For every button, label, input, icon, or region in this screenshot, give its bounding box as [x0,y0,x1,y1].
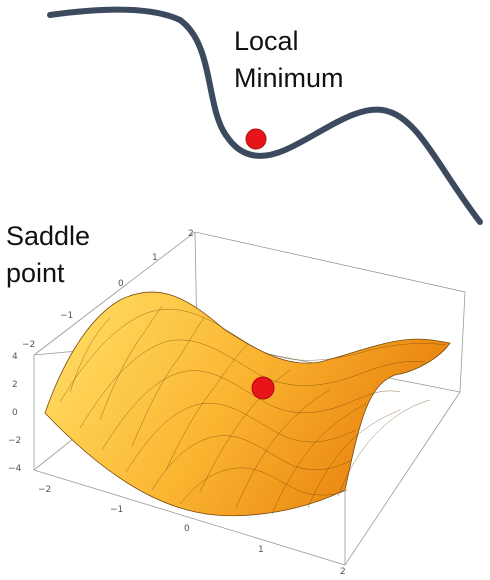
vertical-axis: 4 2 0 −2 −4 [8,352,22,474]
depth-tick-label: 2 [188,229,194,239]
mesh-line [179,467,349,505]
mesh-line [99,305,163,421]
vertical-tick-label: 0 [12,408,18,418]
saddle-point-label: point [6,258,65,288]
mesh-line [307,409,401,509]
mesh-line [125,402,357,473]
vertical-tick-label: 2 [12,380,18,390]
local-minimum-label: Minimum [234,63,344,93]
mesh-line [165,343,249,471]
front-tick-label: 0 [184,524,190,534]
mesh-line [69,317,111,393]
depth-tick-label: −2 [22,340,35,350]
saddle-surface [44,291,451,517]
local-minimum-marker [245,128,267,150]
depth-axis: −2 −1 0 1 2 [22,229,194,350]
mesh-line [59,309,447,403]
mesh-line [131,317,205,447]
depth-tick-label: −1 [60,311,73,321]
front-tick-label: 1 [258,545,264,555]
saddle-point-label: Saddle [6,221,91,251]
loss-curve [47,6,483,225]
depth-tick-label: 1 [152,253,158,263]
front-tick-label: −1 [110,505,123,515]
mesh-line [151,435,353,491]
vertical-tick-label: 4 [12,352,18,362]
bounding-box-front [33,355,461,566]
mesh-line [199,369,291,493]
vertical-tick-label: −2 [8,436,21,446]
local-minimum-label: Local [234,26,299,56]
mesh-line [101,370,401,451]
vertical-tick-label: −4 [8,464,22,474]
front-tick-label: −2 [38,485,51,495]
surface-mesh [59,305,447,515]
front-tick-label: 2 [340,567,346,577]
mesh-line [79,339,426,429]
depth-tick-label: 0 [118,279,124,289]
saddle-point-marker [251,376,275,400]
front-axis: −2 −1 0 1 2 [38,485,346,577]
mesh-line [235,389,331,509]
mesh-line [271,403,367,515]
mesh-line [337,399,431,497]
